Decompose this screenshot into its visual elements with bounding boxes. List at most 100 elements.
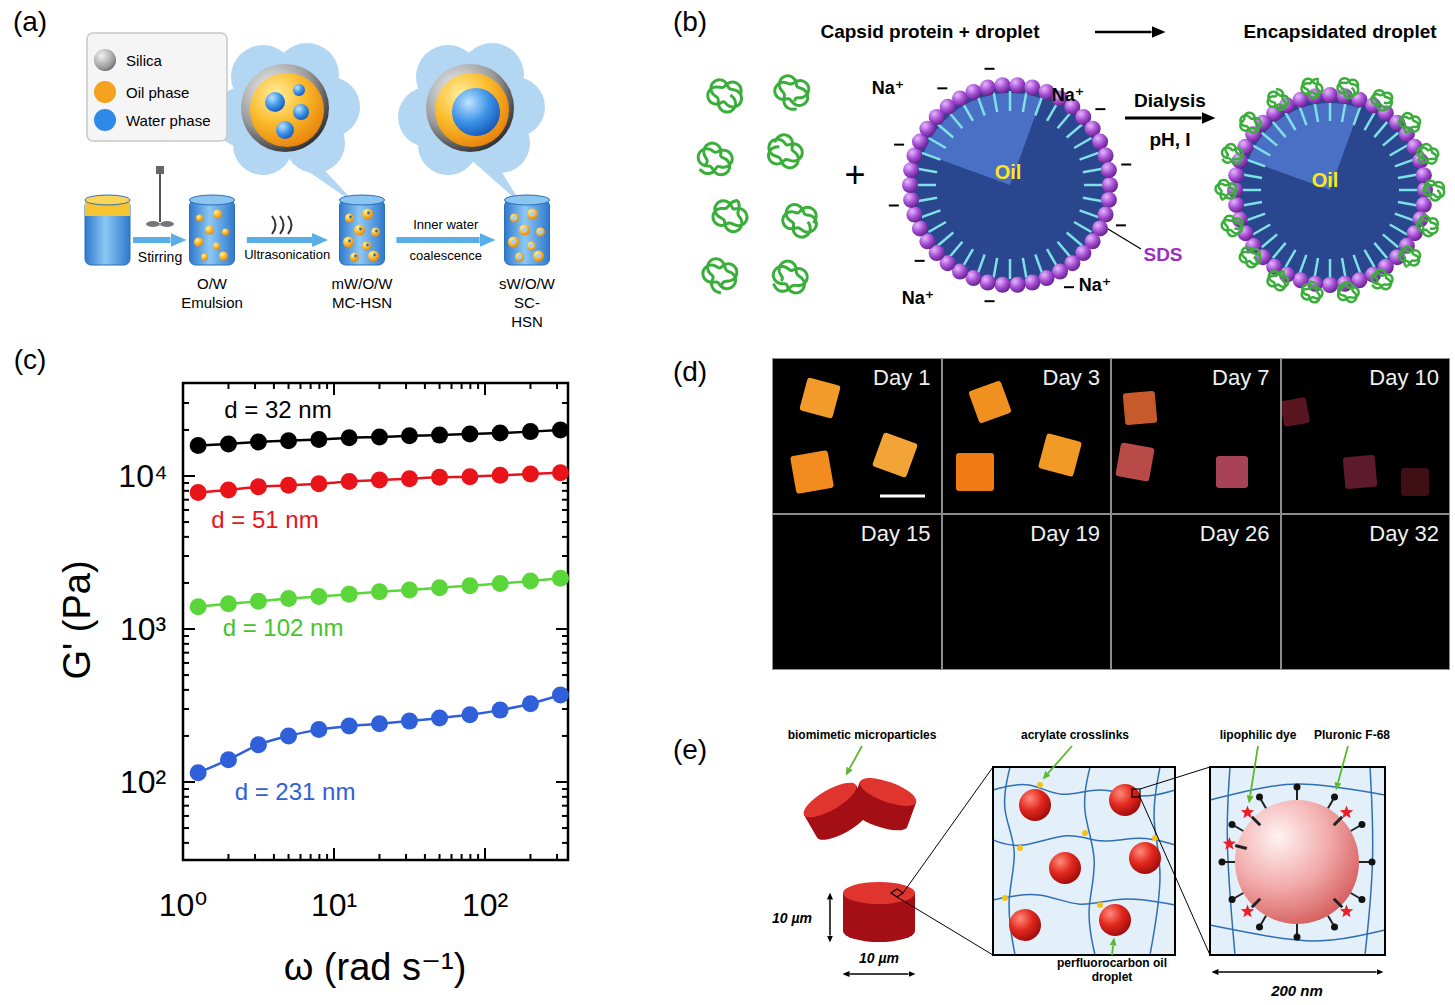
surfactant-head (906, 206, 922, 222)
data-point (431, 469, 448, 486)
surfactant-tail (1383, 133, 1398, 146)
beaker (505, 195, 550, 265)
data-point (522, 572, 539, 589)
surfactant-tail (1273, 122, 1286, 137)
capsid-protein (1337, 78, 1358, 98)
x-tick (326, 854, 328, 860)
emulsion-droplet (527, 242, 536, 251)
series-label: d = 102 nm (223, 614, 344, 642)
data-point (310, 431, 327, 448)
surfactant-tail (963, 104, 973, 121)
surfactant-tail (1398, 175, 1418, 178)
crosslink (1037, 782, 1043, 788)
surfactant-tail (1074, 222, 1091, 232)
surfactant-head (1229, 896, 1236, 903)
surfactant-tail (1286, 113, 1296, 130)
data-point (522, 423, 539, 440)
x-tick (477, 854, 479, 860)
crosslink (1082, 830, 1088, 836)
surfactant-tail (1390, 225, 1407, 235)
leader-line (1108, 229, 1141, 249)
stage-label: O/W Emulsion (181, 275, 243, 313)
capsid-protein (1268, 271, 1289, 290)
inner-water (349, 216, 352, 219)
scale-bar (880, 495, 925, 498)
sound-wave (280, 216, 284, 234)
beaker-body (505, 200, 550, 265)
plot-frame (183, 383, 568, 860)
stage-beaker: mW/O/W MC-HSN (328, 196, 397, 313)
data-point (341, 473, 358, 490)
oil-core (1235, 95, 1425, 285)
surfactant-tail (1342, 102, 1345, 122)
polymer-chain (993, 895, 1175, 905)
surfactant-tail (938, 233, 953, 246)
polymer-network (993, 767, 1175, 955)
beaker-body (190, 200, 235, 265)
data-point (250, 736, 267, 753)
ion-label: Na⁺ (902, 288, 935, 309)
beaker (190, 195, 235, 265)
data-point (401, 713, 418, 730)
inner-water (529, 244, 534, 249)
surfactant-head (1229, 821, 1236, 828)
stage-heading: Capsid protein + droplet (820, 21, 1039, 43)
y-tick (183, 781, 195, 783)
image-panel: Day 7 (1111, 358, 1281, 514)
crosslink (1002, 895, 1008, 901)
emulsion-droplet (194, 238, 203, 247)
data-point (431, 427, 448, 444)
surfactant-label: SDS (1143, 244, 1182, 266)
dye-star (1241, 904, 1254, 917)
surfactant-head (902, 177, 918, 193)
image-panel: Day 15 (772, 514, 942, 670)
day-label: Day 10 (1369, 365, 1439, 391)
stage-label: mW/O/W MC-HSN (332, 275, 393, 313)
charge-symbol (894, 144, 904, 146)
surfactant-head (1101, 162, 1117, 178)
surfactant-head (1322, 277, 1338, 293)
x-tick (333, 383, 335, 395)
surfactant-tail (1058, 242, 1071, 257)
data-point (190, 598, 207, 615)
capsid-protein (1222, 216, 1243, 236)
x-tick (310, 854, 312, 860)
x-tick (182, 383, 184, 395)
polymer-chain (1085, 767, 1095, 955)
beaker-top (85, 195, 130, 205)
x-tick (254, 854, 256, 860)
tick-label: 10² (120, 764, 166, 801)
droplet-node: Oil (905, 80, 1125, 295)
particle-face (856, 772, 919, 811)
y-tick (562, 788, 568, 790)
x-tick (451, 854, 453, 860)
hydrogel-frame (993, 767, 1175, 955)
dye-star (1340, 806, 1353, 819)
surfactant-tail (1273, 243, 1286, 258)
surfactant-chain (1296, 924, 1298, 934)
y-tick (183, 815, 189, 817)
data-point (310, 475, 327, 492)
data-point (220, 482, 237, 499)
surfactant-tail (1395, 214, 1414, 221)
dye-anchor (1252, 817, 1260, 825)
zoom-marker (1132, 789, 1140, 797)
surfactant-head (1024, 274, 1040, 290)
surfactant-tail (929, 222, 946, 232)
emulsion-droplet (196, 215, 203, 222)
surfactant-tail (1080, 153, 1099, 160)
stage-label: sW/O/W SC-HSN (499, 275, 555, 331)
ion-label: Na⁺ (872, 78, 905, 99)
emulsion-droplet (354, 225, 365, 236)
y-tick (183, 521, 189, 523)
data-point (371, 428, 388, 445)
tick-label: 10³ (120, 611, 166, 648)
capsid-protein (1268, 89, 1289, 110)
emulsion-droplet (222, 229, 229, 236)
dye-star (1223, 837, 1236, 850)
inner-water (511, 240, 516, 245)
x-tick (484, 848, 486, 860)
capsid-protein (1240, 113, 1261, 133)
